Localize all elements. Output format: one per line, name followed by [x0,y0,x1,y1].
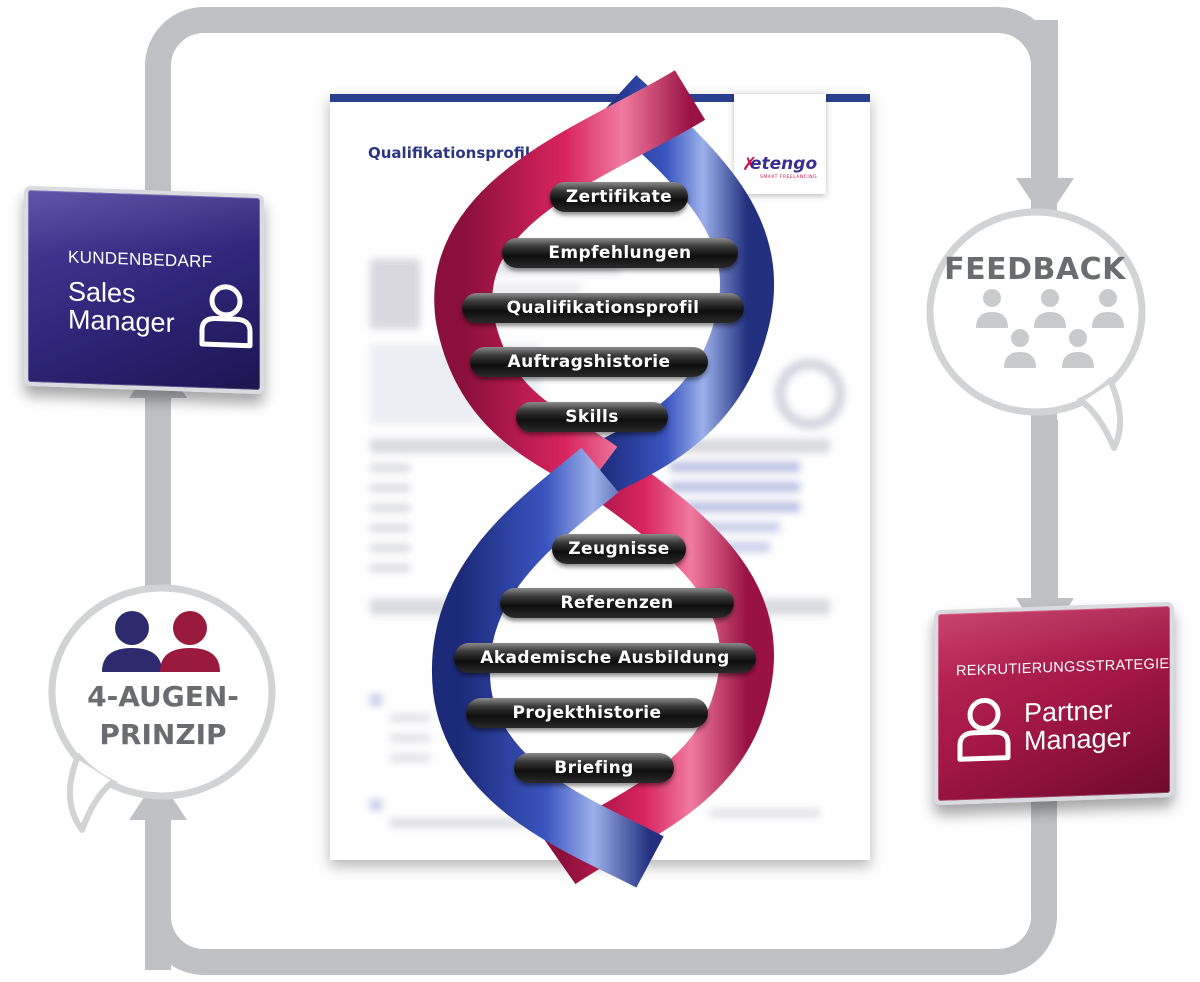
sales-role-line2: Manager [68,304,175,339]
feedback-title: FEEDBACK [944,252,1126,287]
person-icon [1034,289,1066,328]
augen-title-line1: 4-AUGEN- [87,680,239,713]
person-icon [1062,329,1094,368]
arrow-to-feedback [1016,20,1074,222]
document-title: Qualifikationsprofil [368,144,530,162]
person-outline-icon [957,697,1011,762]
augen-bubble [48,584,276,833]
sales-caption: KUNDENBEDARF [68,247,213,272]
sales-role: Sales Manager [68,276,175,339]
rung-skills: Skills [516,402,668,432]
rung-empfehlungen: Empfehlungen [502,238,738,268]
logo-tagline: SMART FREELANCING [760,175,818,180]
logo-mark-icon: ✗ [742,154,758,175]
sales-manager-sign: KUNDENBEDARF Sales Manager [24,185,264,395]
rung-projekthistorie: Projekthistorie [466,698,708,728]
logo-text: etengo [750,154,818,174]
rung-auftragshistorie: Auftragshistorie [470,347,708,377]
blue-strand-upper [587,75,775,495]
document-top-bar [330,94,870,102]
person-outline-icon [199,284,253,349]
person-icon [1004,329,1036,368]
partner-role: Partner Manager [1024,695,1131,757]
person-icon [1092,289,1124,328]
partner-caption: REKRUTIERUNGSSTRATEGIE [956,655,1170,680]
group-of-people-icon [976,289,1124,368]
rung-referenzen: Referenzen [500,588,734,618]
blue-strand-lower [431,447,664,888]
partner-manager-sign: REKRUTIERUNGSSTRATEGIE Partner Manager [934,601,1174,806]
partner-role-line2: Manager [1024,722,1131,757]
rung-zertifikate: Zertifikate [550,182,688,212]
etengo-logo: ✗ etengo SMART FREELANCING [734,94,826,194]
rung-briefing: Briefing [514,753,674,783]
rung-akademische-ausbildung: Akademische Ausbildung [454,643,756,673]
person-icon [976,289,1008,328]
two-people-icon [102,611,220,672]
rung-qualifikationsprofil: Qualifikationsprofil [462,293,744,323]
rung-zeugnisse: Zeugnisse [552,534,686,564]
augen-title-line2: PRINZIP [99,718,227,751]
